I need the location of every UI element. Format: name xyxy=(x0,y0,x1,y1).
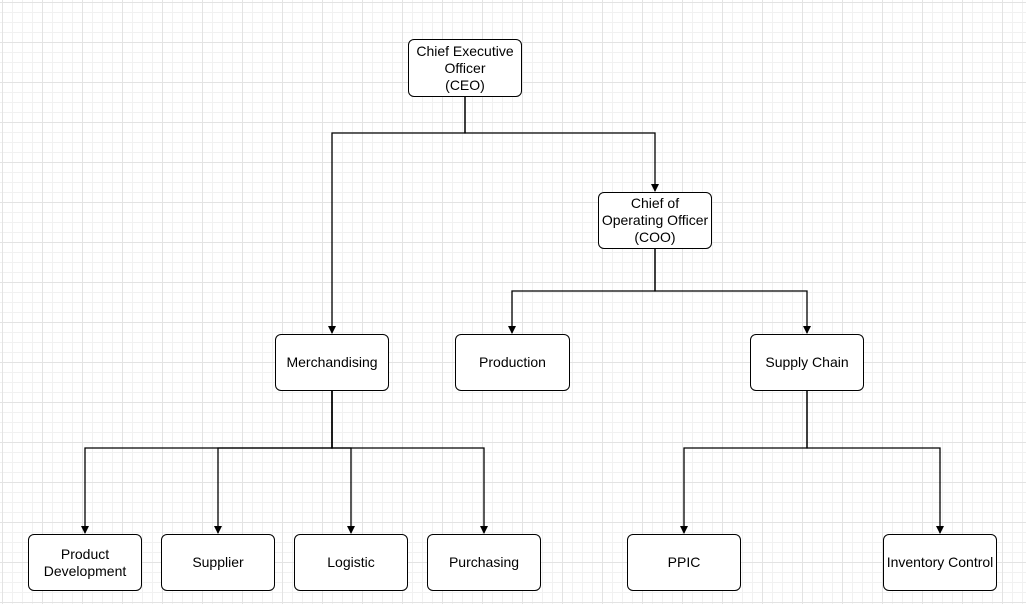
edge-supply-chain-to-inventory-control xyxy=(806,391,944,534)
edge-coo-to-production xyxy=(508,249,656,334)
node-product-development[interactable]: Product Development xyxy=(28,534,142,591)
edge-ceo-to-merchandising xyxy=(328,97,466,334)
node-coo[interactable]: Chief of Operating Officer (COO) xyxy=(598,192,712,249)
node-supply-chain[interactable]: Supply Chain xyxy=(750,334,864,391)
node-production[interactable]: Production xyxy=(455,334,570,391)
edge-merchandising-to-supplier xyxy=(214,391,333,534)
edge-merchandising-to-logistic xyxy=(331,391,355,534)
edge-coo-to-supply-chain xyxy=(654,249,811,334)
edge-supply-chain-to-ppic xyxy=(680,391,808,534)
edge-ceo-to-coo xyxy=(464,97,659,192)
node-ceo[interactable]: Chief Executive Officer (CEO) xyxy=(408,39,522,97)
edge-merchandising-to-product-development xyxy=(81,391,333,534)
node-merchandising[interactable]: Merchandising xyxy=(275,334,389,391)
node-supplier[interactable]: Supplier xyxy=(161,534,275,591)
node-inventory-control[interactable]: Inventory Control xyxy=(883,534,997,591)
edge-merchandising-to-purchasing xyxy=(331,391,488,534)
node-ppic[interactable]: PPIC xyxy=(627,534,741,591)
node-purchasing[interactable]: Purchasing xyxy=(427,534,541,591)
node-logistic[interactable]: Logistic xyxy=(294,534,408,591)
